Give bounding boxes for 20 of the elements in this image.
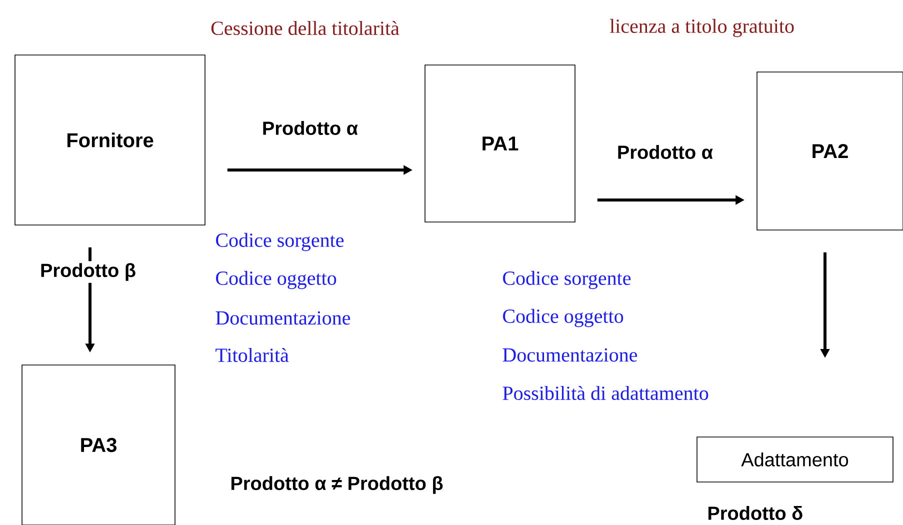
- text-label: Documentazione: [216, 311, 350, 325]
- box: PA1: [424, 64, 576, 222]
- text-label: Documentazione: [502, 348, 638, 362]
- text-label: Titolarità: [216, 348, 289, 362]
- box: PA2: [756, 72, 903, 230]
- box: Adattamento: [696, 436, 894, 482]
- box: Fornitore: [14, 54, 206, 226]
- text-label: Codice sorgente: [216, 232, 344, 252]
- edge-label: Prodotto β: [38, 261, 138, 283]
- text-label: Prodotto δ: [708, 506, 802, 520]
- text-label: Codice sorgente: [503, 270, 631, 290]
- text-label: Codice oggetto: [216, 270, 336, 290]
- text-label: licenza a titolo gratuito: [610, 18, 794, 38]
- text-label: Prodotto α ≠ Prodotto β: [231, 476, 443, 494]
- text-label: Codice oggetto: [503, 308, 624, 328]
- text-label: Possibilità di adattamento: [502, 386, 708, 400]
- edge-label: Prodotto α: [260, 119, 360, 137]
- box: PA3: [22, 364, 176, 525]
- edge-label: Prodotto α: [614, 143, 716, 161]
- text-label: Cessione della titolarità: [211, 20, 400, 36]
